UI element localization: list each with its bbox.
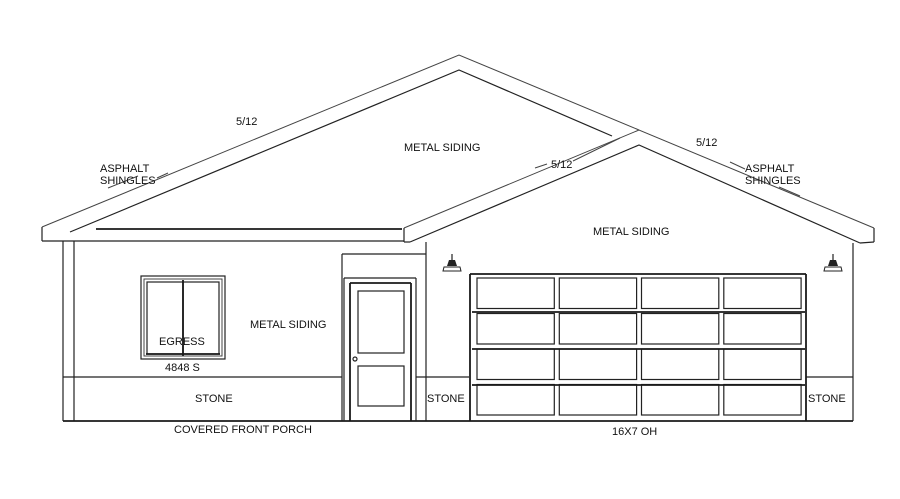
window-label: EGRESS	[159, 336, 205, 348]
garage-door	[469, 273, 807, 421]
garage-roof-material-label: ASPHALT	[745, 163, 795, 175]
garage-door-panel	[476, 277, 555, 310]
garage-door-panel	[640, 312, 720, 345]
stone-left-of-garage-label: STONE	[427, 393, 465, 405]
garage-door-panel	[723, 383, 802, 416]
porch-stone-label: STONE	[195, 393, 233, 405]
front-door	[343, 277, 417, 421]
garage-door-panel	[723, 277, 802, 310]
stone-right-of-garage-label: STONE	[808, 393, 846, 405]
main-gable-siding-label: METAL SIDING	[404, 142, 480, 154]
garage-roof-pitch-left-label: 5/12	[551, 159, 572, 171]
garage-door-panel	[640, 348, 720, 381]
garage-roof	[403, 129, 875, 244]
main-roof	[41, 54, 640, 242]
garage-door-panel	[558, 312, 638, 345]
window-size-label: 4848 S	[165, 362, 200, 374]
door-knob-icon	[352, 356, 358, 362]
porch-caption: COVERED FRONT PORCH	[174, 424, 312, 436]
porch-wall-siding-label: METAL SIDING	[250, 319, 326, 331]
garage-gable-siding-label: METAL SIDING	[593, 226, 669, 238]
garage-door-panel	[476, 312, 555, 345]
garage-door-panel	[723, 348, 802, 381]
garage-door-panel	[476, 348, 555, 381]
pendant-lamp-icon	[442, 254, 462, 272]
garage-door-caption: 16X7 OH	[612, 426, 657, 438]
main-roof-material-label: SHINGLES	[100, 175, 156, 187]
garage-door-panel	[558, 383, 638, 416]
walls	[62, 241, 854, 422]
garage-door-panel	[558, 277, 638, 310]
garage-roof-pitch-right-label: 5/12	[696, 137, 717, 149]
garage-roof-material-label: SHINGLES	[745, 175, 801, 187]
garage-door-panel	[476, 383, 555, 416]
garage-door-panel	[640, 277, 720, 310]
pendant-lamp-icon	[823, 254, 843, 272]
garage-door-panel	[558, 348, 638, 381]
garage-door-panel	[640, 383, 720, 416]
main-roof-material-label: ASPHALT	[100, 163, 150, 175]
egress-window	[140, 275, 226, 360]
main-roof-pitch-label: 5/12	[236, 116, 257, 128]
garage-door-panel	[723, 312, 802, 345]
